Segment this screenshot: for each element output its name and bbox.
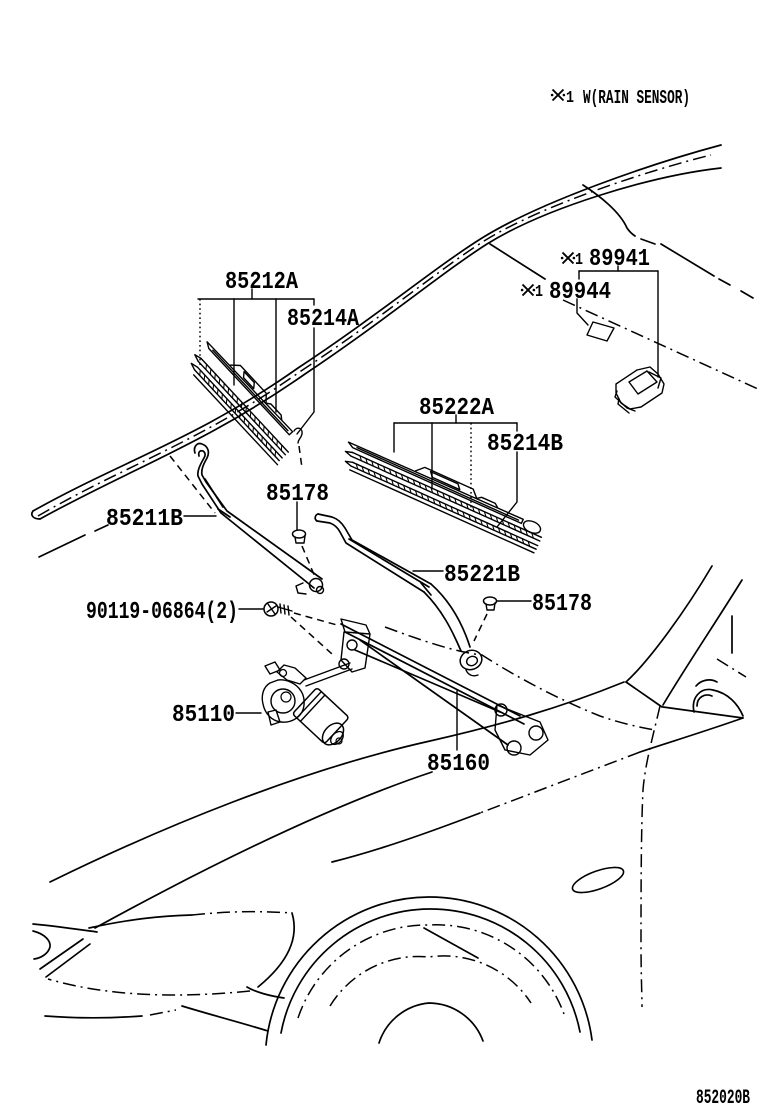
svg-text:W(RAIN SENSOR): W(RAIN SENSOR) [583,87,690,109]
svg-text:85212A: 85212A [225,269,298,296]
svg-text:85221B: 85221B [444,562,520,589]
svg-text:90119-06864(2): 90119-06864(2) [86,599,238,626]
svg-text:85178: 85178 [532,591,592,618]
svg-text:85214A: 85214A [287,306,359,333]
svg-text:85211B: 85211B [106,506,183,533]
svg-text:89944: 89944 [549,279,611,306]
svg-text:85222A: 85222A [419,395,495,422]
svg-text:1: 1 [575,251,583,270]
svg-text:1: 1 [566,89,574,108]
svg-text:85214B: 85214B [487,431,563,458]
svg-text:1: 1 [535,283,543,302]
svg-text:852020B: 852020B [696,1087,750,1110]
svg-text:85110: 85110 [172,702,235,729]
svg-text:89941: 89941 [589,246,650,273]
svg-text:85160: 85160 [427,751,490,778]
